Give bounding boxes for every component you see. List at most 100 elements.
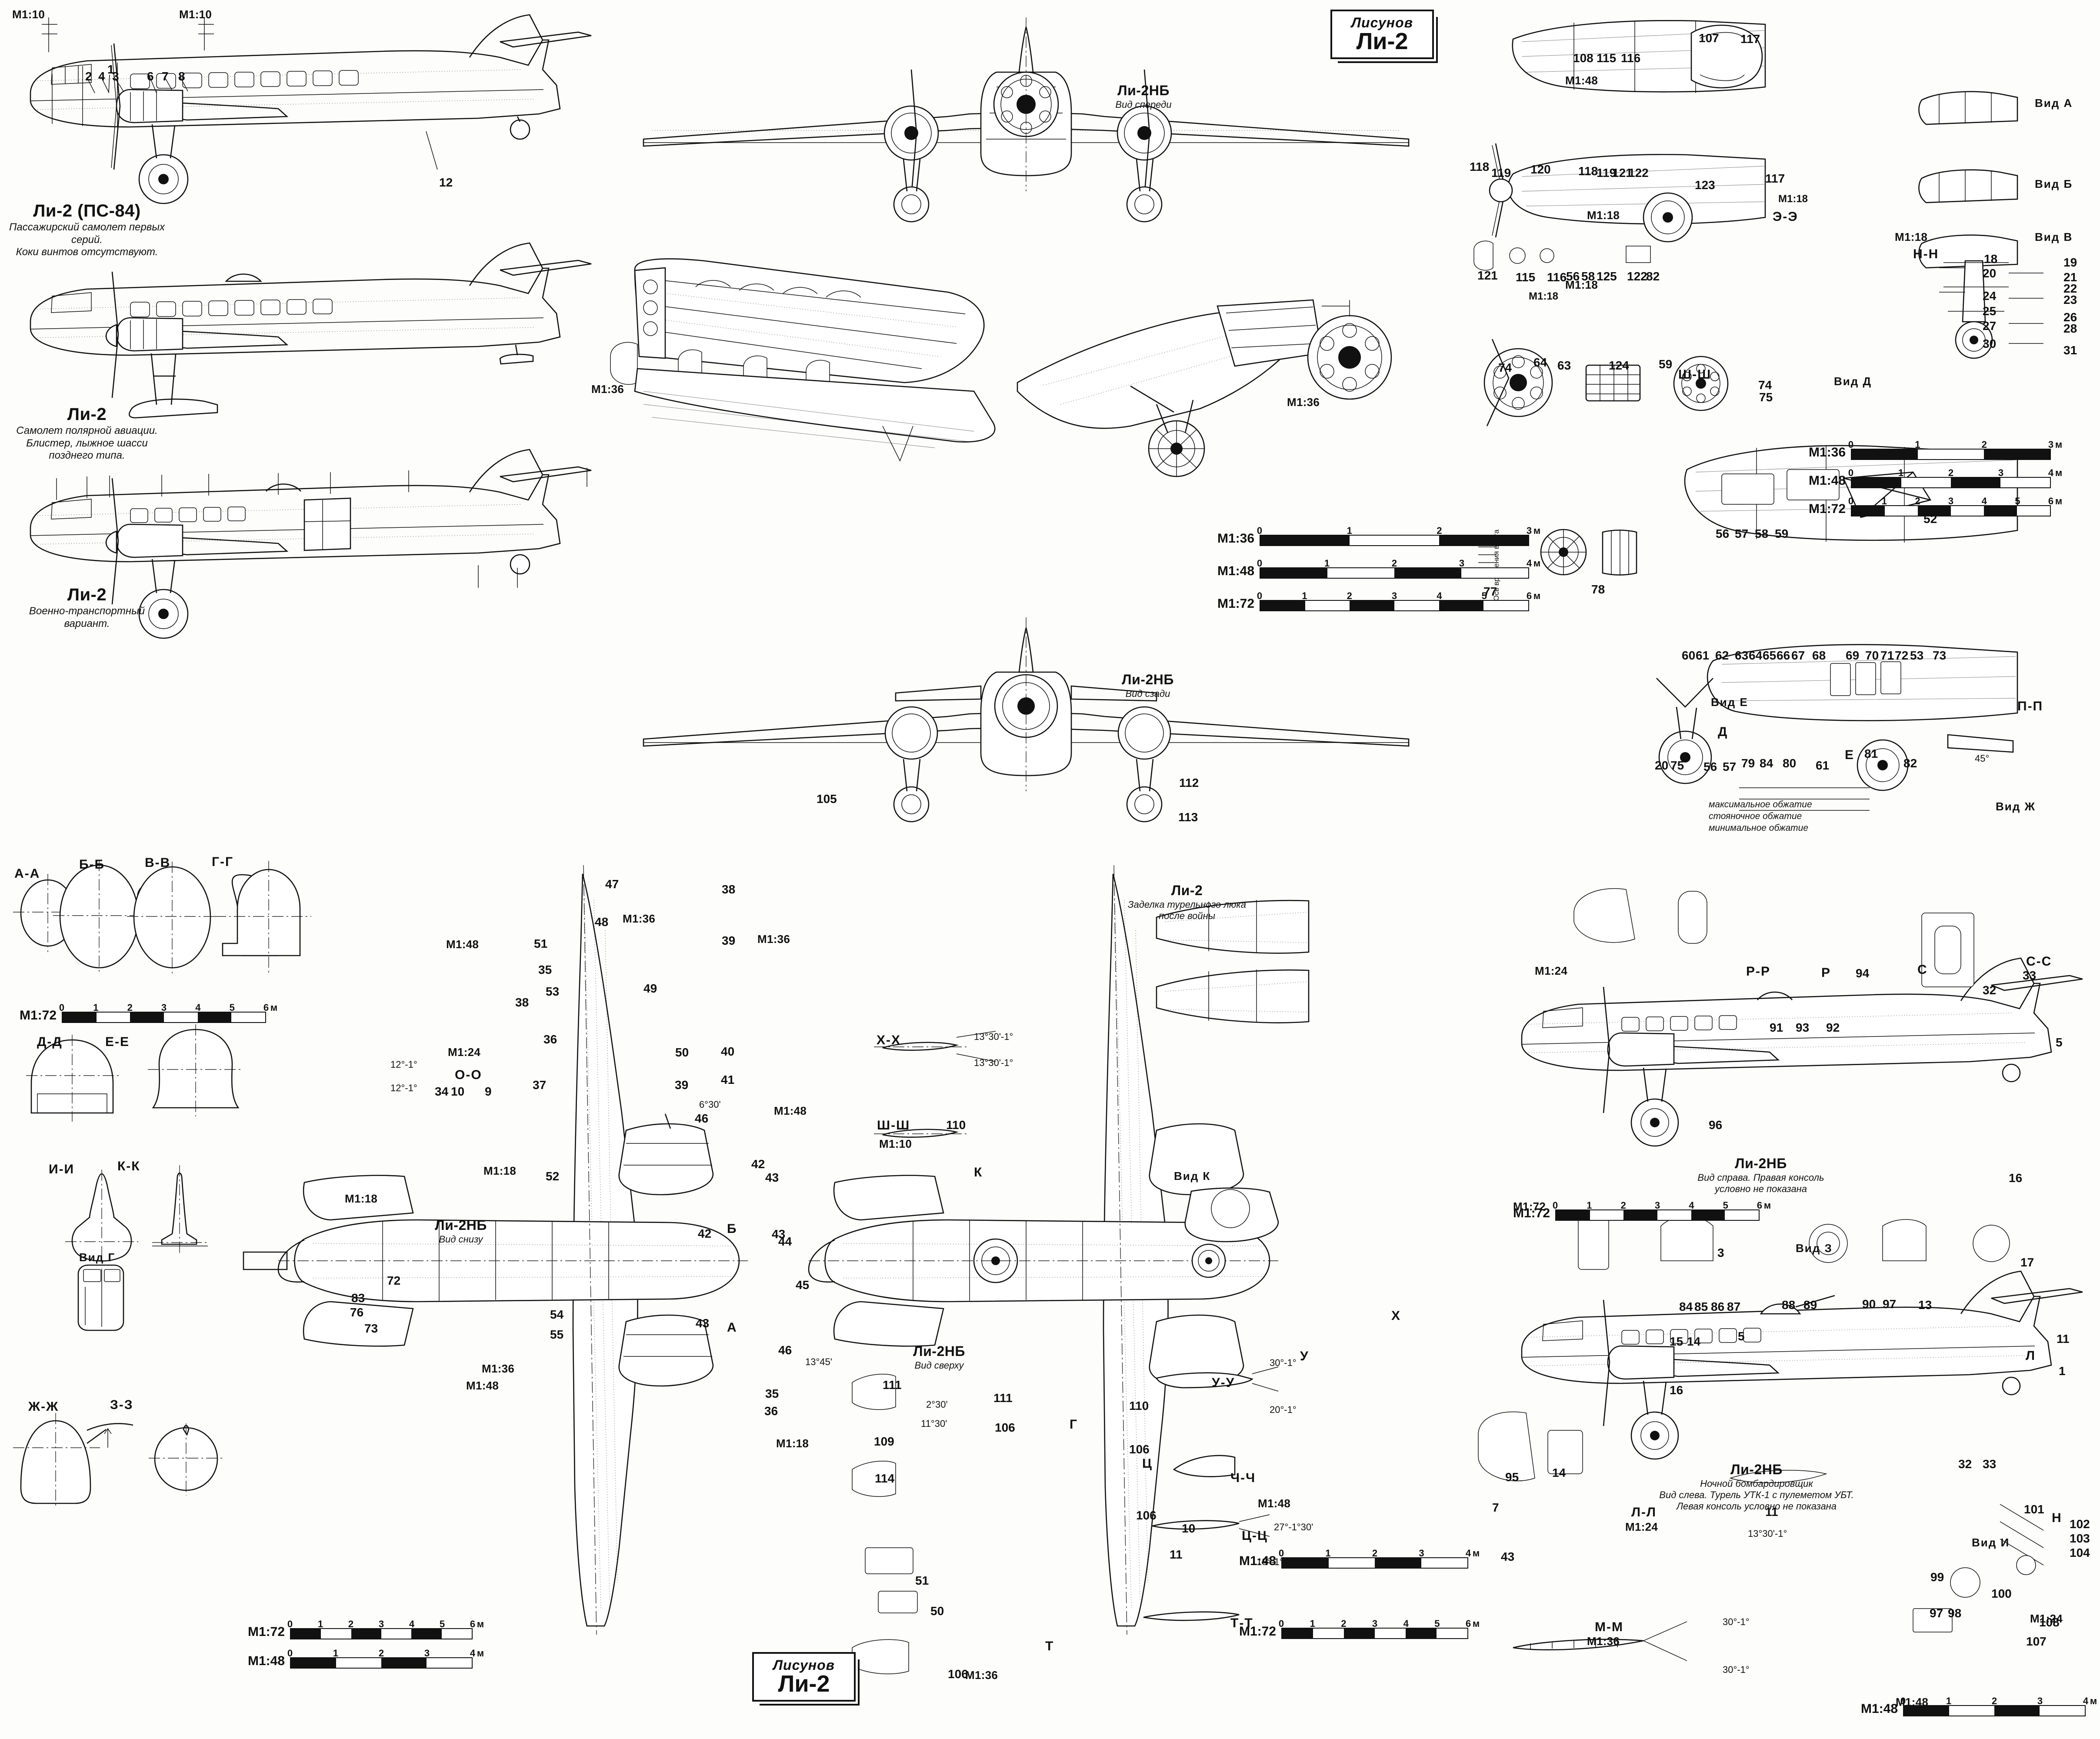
callout-number: 14 <box>1687 1335 1701 1348</box>
callout-number: 108 <box>1573 51 1593 65</box>
section-label: Е-Е <box>105 1035 130 1049</box>
callout-number: 116 <box>1621 51 1641 65</box>
scale-bar-body <box>290 1657 473 1669</box>
callout-number: 96 <box>1709 1118 1723 1132</box>
detail-scale-label: М1:48 <box>1258 1497 1291 1510</box>
profile-polar-sideview <box>30 242 592 419</box>
caption-subtitle: Вид сзади <box>1125 688 1170 699</box>
scale-tick-label: м <box>2090 1696 2097 1706</box>
callout-number: 97 <box>1883 1297 1897 1311</box>
callout-number: 47 <box>605 877 619 891</box>
callout-number: 60 <box>1682 649 1696 662</box>
scale-tick-label: м <box>477 1648 484 1659</box>
detail-scale-label: М1:18 <box>1895 230 1928 243</box>
callout-number: 27 <box>1983 319 1997 333</box>
section-label: Ц <box>1142 1456 1153 1471</box>
section-label: О-О <box>455 1068 482 1082</box>
scale-tick-label: 4 <box>195 1002 201 1013</box>
scale-bar-name: М1:48 <box>1809 473 1846 488</box>
callout-number: 20 <box>1983 267 1997 280</box>
callout-number: 1 <box>107 63 114 76</box>
callout-number: 53 <box>1910 649 1924 662</box>
callout-number: 81 <box>1864 747 1878 760</box>
callout-number: 68 <box>1812 649 1826 662</box>
detail-scale-label: М1:36 <box>482 1362 515 1375</box>
scale-tick-label: 2 <box>1341 1618 1347 1629</box>
callout-number: 12 <box>439 176 453 189</box>
callout-number: 75 <box>1670 759 1684 772</box>
callout-number: 35 <box>538 963 552 976</box>
scale-bar-name: М1:36 <box>1217 531 1255 546</box>
scale-tick-label: 1 <box>1881 496 1887 506</box>
callout-number: 75 <box>1759 390 1773 404</box>
callout-number: 71 <box>1880 649 1894 662</box>
angle-dimension: 18°-1° <box>1257 1556 1283 1567</box>
callout-number: 113 <box>1178 810 1198 824</box>
callout-number: 54 <box>550 1308 564 1321</box>
callout-number: 123 <box>1695 178 1715 192</box>
caption-title: Ли-2 (ПС-84) <box>33 201 141 220</box>
callout-number: 42 <box>751 1157 765 1171</box>
scale-tick-label: 6 <box>1526 590 1532 601</box>
detail-scale-label: М1:48 <box>774 1104 807 1117</box>
callout-number: 107 <box>1699 31 1719 45</box>
right-top-details <box>1473 20 2043 426</box>
callout-number: 11 <box>2057 1332 2070 1346</box>
scale-bar-body <box>1851 449 2051 460</box>
caption-plan-bottom: Ли-2НБ Вид снизу <box>396 1217 526 1245</box>
section-label: П-П <box>2017 699 2043 713</box>
detail-scale-label: М1:36 <box>623 912 656 925</box>
section-label: З-З <box>110 1398 133 1412</box>
section-label: Р-Р <box>1746 964 1771 979</box>
scale-tick-label: 1 <box>1310 1618 1315 1629</box>
scale-tick-label: 0 <box>1257 525 1263 536</box>
callout-number: 5 <box>1738 1329 1745 1343</box>
callout-number: 43 <box>765 1171 779 1184</box>
callout-number: 111 <box>883 1378 902 1392</box>
section-label: Р <box>1821 966 1831 980</box>
caption-subtitle: Ночной бомбардировщик Вид слева. Турель … <box>1659 1478 1854 1512</box>
detail-scale-label: М1:36 <box>965 1669 998 1682</box>
scale-tick-label: 1 <box>1324 558 1330 569</box>
scale-tick-label: 1 <box>1325 1548 1331 1559</box>
section-label: А <box>727 1320 737 1335</box>
callout-number: 38 <box>515 996 529 1009</box>
scale-tick-label: 0 <box>1257 558 1263 569</box>
callout-number: 39 <box>722 934 736 947</box>
scale-bar-name: М1:72 <box>1809 502 1846 516</box>
callout-number: 73 <box>1933 649 1947 662</box>
scale-tick-label: 3 <box>2037 1696 2043 1706</box>
callout-number: 115 <box>1516 270 1536 284</box>
scale-tick-label: 5 <box>1723 1200 1728 1211</box>
scale-tick-label: м <box>1533 590 1541 601</box>
callout-number: 45 <box>796 1278 810 1292</box>
caption-left-side: Ли-2НБ Ночной бомбардировщик Вид слева. … <box>1635 1462 1878 1512</box>
detail-scale-label: М1:10 <box>12 8 45 21</box>
scale-tick-label: м <box>2055 496 2063 506</box>
caption-subtitle: Вид сверху <box>914 1359 964 1371</box>
section-label: Вид К <box>1174 1169 1211 1183</box>
scale-tick-label: 1 <box>1898 467 1904 478</box>
scale-tick-label: 2 <box>1391 558 1397 569</box>
callout-number: 26 <box>2063 310 2077 324</box>
section-label: У <box>1300 1349 1309 1363</box>
scale-tick-label: 0 <box>1900 1696 1906 1706</box>
callout-number: 56 <box>1716 527 1730 540</box>
scale-bar-body <box>290 1628 473 1639</box>
callout-number: 19 <box>2063 256 2077 269</box>
caption-profile-ps84: Ли-2 (ПС-84) Пассажирский самолет первых… <box>0 201 174 258</box>
section-label: Вид Б <box>2035 177 2073 190</box>
caption-title: Ли-2НБ <box>1730 1462 1783 1477</box>
callout-number: 50 <box>930 1604 944 1618</box>
caption-right-side: Ли-2НБ Вид справа. Правая консоль условн… <box>1665 1156 1857 1195</box>
callout-number: 61 <box>1696 649 1710 662</box>
section-label: Г <box>1070 1417 1078 1432</box>
callout-number: 77 <box>1483 585 1497 598</box>
